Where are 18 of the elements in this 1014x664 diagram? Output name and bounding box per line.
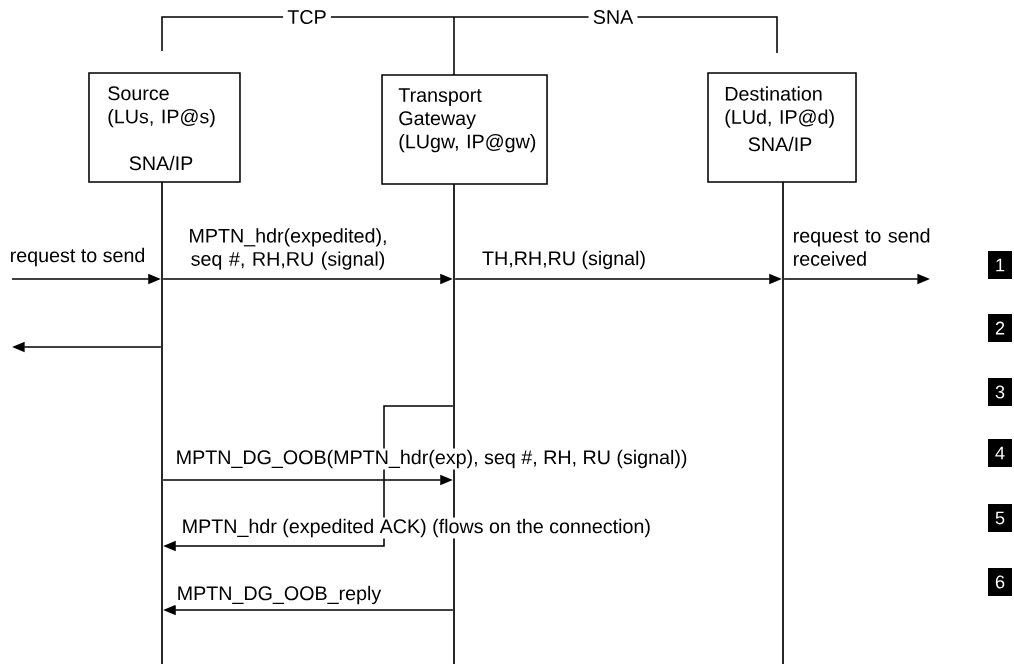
callout-number: 2 xyxy=(988,314,1012,342)
edge-label: MPTN_hdr(expedited), seq #, RH,RU (signal) xyxy=(190,228,386,270)
section-label: SNA xyxy=(588,5,638,29)
process-box: Source (LUs, IP@s) SNA/IP xyxy=(88,72,241,183)
callout-number: 3 xyxy=(988,378,1012,406)
edge-label: request to send xyxy=(11,247,145,267)
edge-label: MPTN_DG_OOB_reply xyxy=(178,585,382,605)
callout-number: 1 xyxy=(988,251,1012,279)
edge-label: request to send received xyxy=(794,228,930,266)
edge-label: MPTN_DG_OOB(MPTN_hdr(exp), seq #, RH, RU (signal)) xyxy=(177,449,687,469)
process-box: Destination (LUd, IP@d) SNA/IP xyxy=(707,72,857,183)
section-label: TCP xyxy=(283,5,331,29)
edge-label: MPTN_hdr (expedited ACK) (flows on the connection) xyxy=(183,518,650,538)
callout-number: 4 xyxy=(988,439,1012,467)
edge-label: TH,RH,RU (signal) xyxy=(482,250,645,270)
callout-number: 5 xyxy=(988,504,1012,532)
process-box: Transport Gateway (LUgw, IP@gw) xyxy=(381,74,548,185)
callout-number: 6 xyxy=(988,568,1012,596)
